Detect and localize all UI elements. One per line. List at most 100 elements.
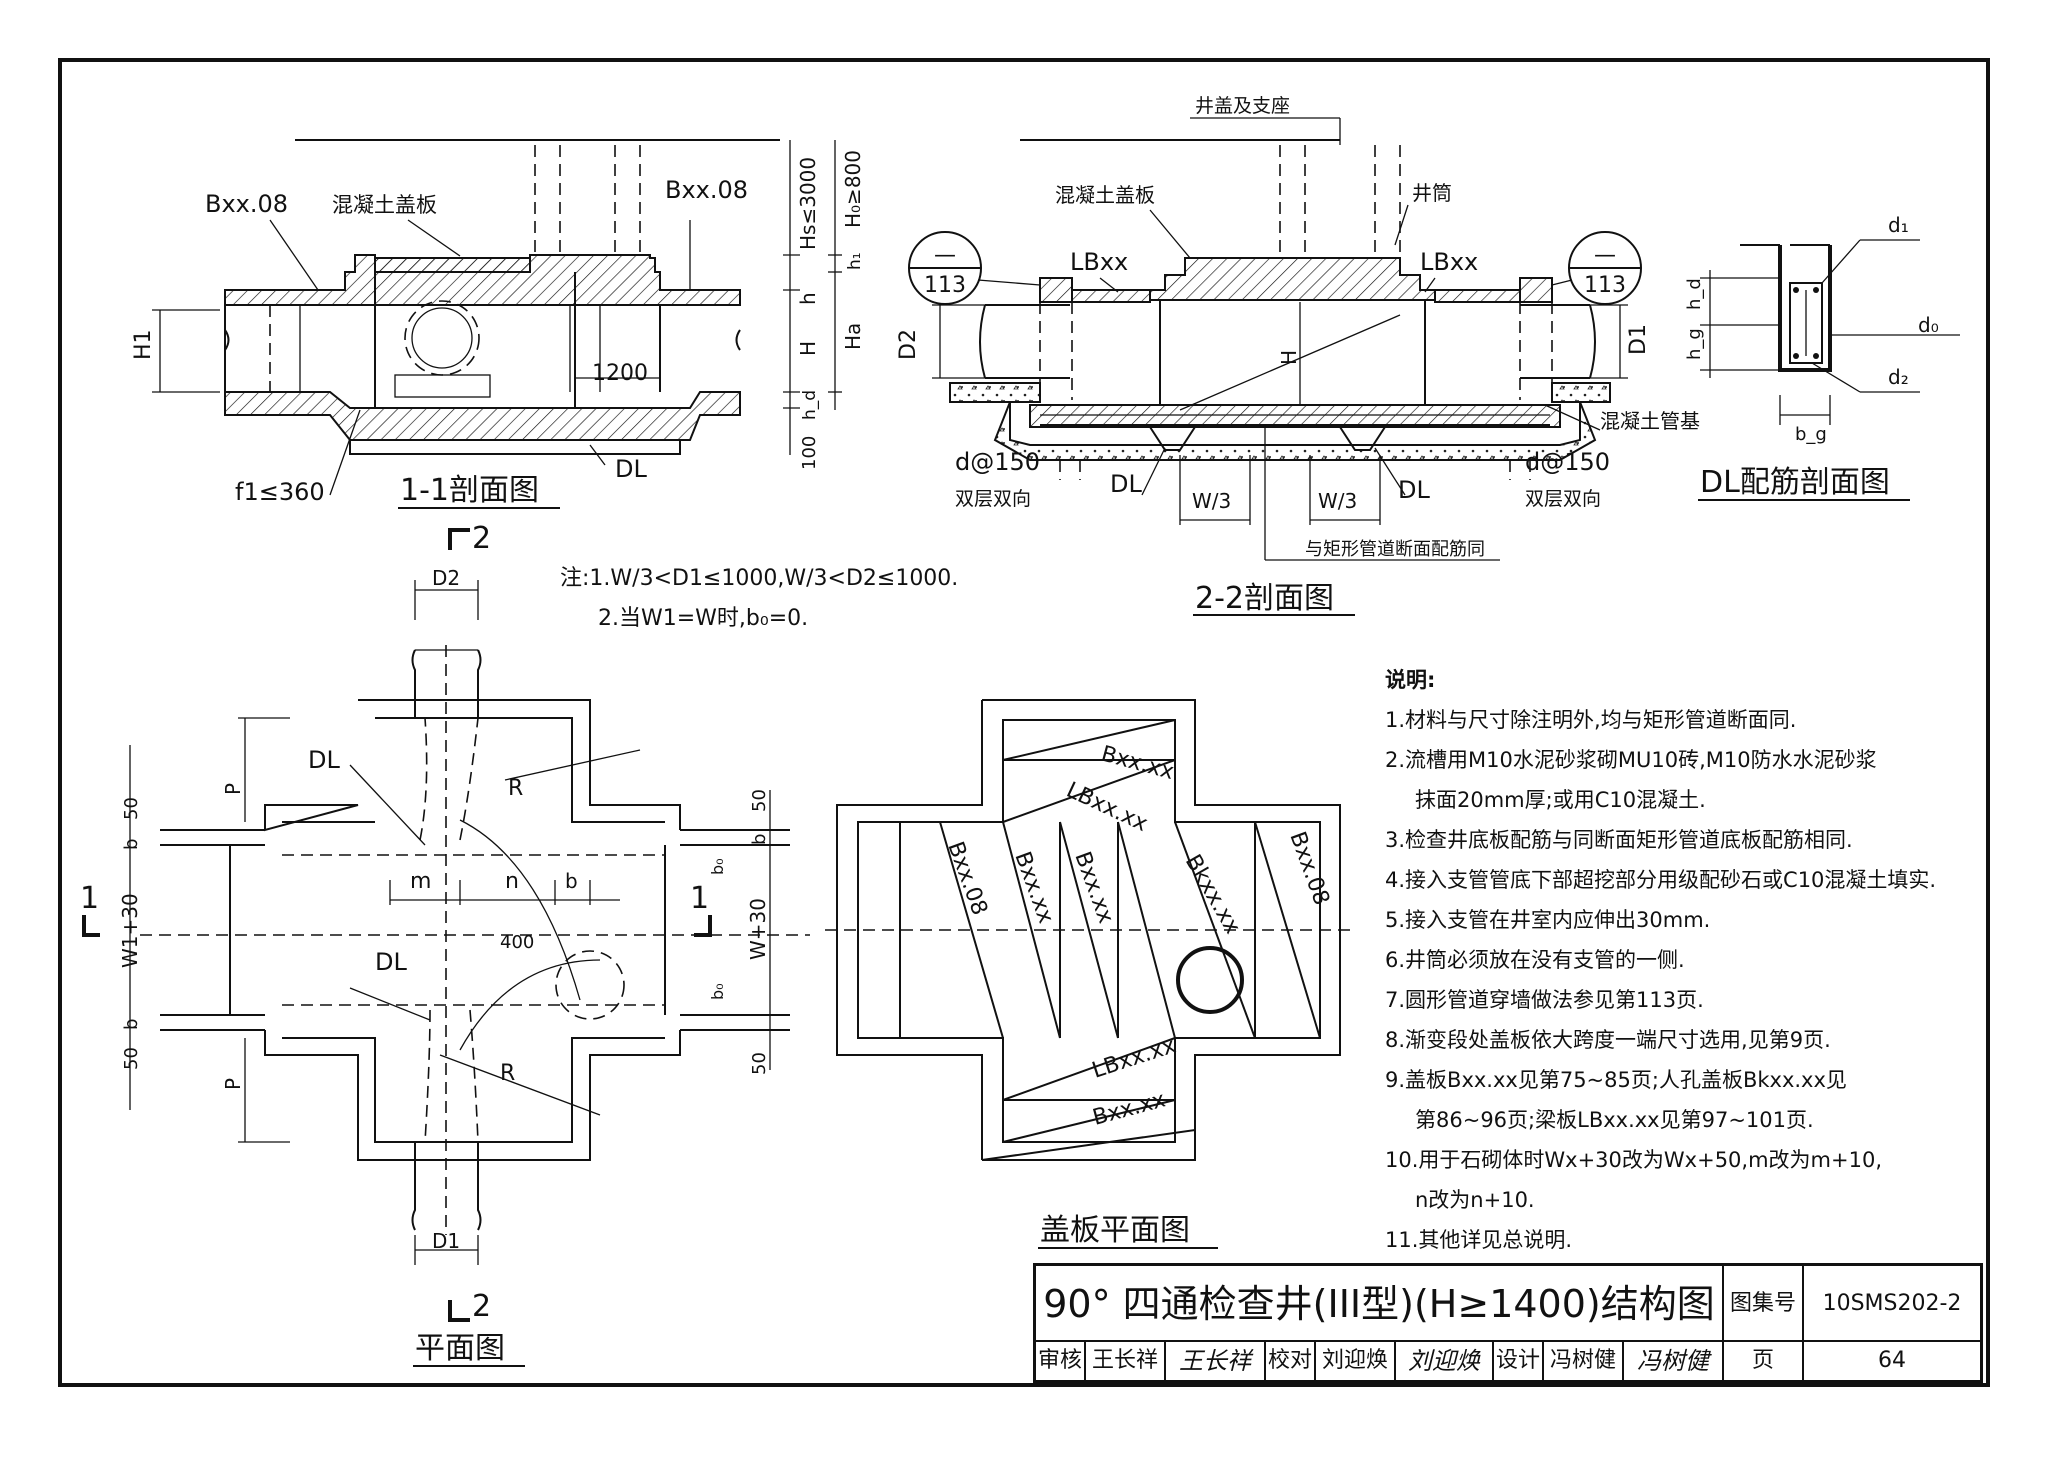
label-rebar-left: d@150 — [955, 448, 1040, 476]
svg-text:W/3: W/3 — [1192, 489, 1231, 513]
section-2-2: — 113 — 113 井盖及支座 井筒 混凝土盖板 LBxx LBxx 混凝土… — [896, 95, 1700, 616]
pipe-base — [949, 382, 1611, 461]
note-block: 注:1.W/3<D1≤1000,W/3<D2≤1000. 2.当W1=W时,b₀… — [560, 566, 958, 631]
ref-113-left: 113 — [924, 273, 966, 298]
svg-text:LBxx.xx: LBxx.xx — [1089, 1033, 1179, 1083]
svg-text:R: R — [508, 776, 523, 801]
label-lbxx-right: LBxx — [1420, 248, 1478, 276]
svg-text:DL: DL — [308, 746, 340, 774]
svg-text:h: h — [796, 292, 820, 305]
svg-text:Bxx.xx: Bxx.xx — [1090, 1087, 1168, 1130]
svg-text:b_g: b_g — [1795, 424, 1827, 445]
svg-text:d₂: d₂ — [1888, 365, 1909, 389]
dim-H0: H₀≥800 — [841, 150, 865, 228]
page-label: 页 — [1724, 1342, 1804, 1380]
plan-dim-W1: W1+30 — [118, 893, 142, 968]
label-concrete-cover-2: 混凝土盖板 — [1055, 183, 1155, 207]
check-label: 校对 — [1266, 1342, 1316, 1380]
note-item: n改为n+10. — [1415, 1188, 1535, 1212]
manhole-opening — [1176, 946, 1244, 1014]
svg-text:2: 2 — [472, 521, 491, 556]
svg-text:2: 2 — [472, 1289, 491, 1324]
bottom-slab — [224, 391, 741, 441]
svg-text:d₁: d₁ — [1888, 213, 1909, 237]
plan-branch-circle — [555, 950, 625, 1020]
base-slab — [1029, 404, 1561, 428]
checker-signature: 刘迎焕 — [1396, 1342, 1494, 1380]
title-section-2-2: 2-2剖面图 — [1195, 581, 1334, 616]
design-label: 设计 — [1494, 1342, 1544, 1380]
branch-pipe-section — [404, 300, 480, 376]
note-item: 3.检查井底板配筋与同断面矩形管道底板配筋相同. — [1385, 828, 1853, 852]
svg-text:400: 400 — [500, 932, 534, 953]
sheet-border — [58, 58, 1990, 1387]
svg-text:双层双向: 双层双向 — [955, 488, 1031, 510]
svg-text:Bxx.08: Bxx.08 — [942, 839, 992, 919]
svg-text:h_g: h_g — [1684, 328, 1705, 360]
svg-text:50: 50 — [121, 1047, 142, 1070]
note-item: 10.用于石砌体时Wx+30改为Wx+50,m改为m+10, — [1385, 1148, 1882, 1172]
svg-text:Bxx.08: Bxx.08 — [1284, 829, 1334, 909]
svg-text:—: — — [1594, 243, 1616, 268]
svg-text:b: b — [749, 834, 770, 845]
reviewer-signature: 王长祥 — [1166, 1342, 1266, 1380]
svg-text:P: P — [221, 1078, 245, 1090]
page-number: 64 — [1878, 1348, 1906, 1373]
svg-text:DL: DL — [1110, 470, 1142, 498]
svg-text:R: R — [500, 1061, 515, 1086]
svg-text:50: 50 — [121, 797, 142, 820]
dim-H1: H1 — [131, 329, 156, 360]
svg-text:DL: DL — [1398, 476, 1430, 504]
title-dl-rebar: DL配筋剖面图 — [1700, 465, 1890, 500]
note-item: 2.流槽用M10水泥砂浆砌MU10砖,M10防水水泥砂浆 — [1385, 748, 1877, 772]
atlas-label: 图集号 — [1724, 1266, 1804, 1342]
svg-text:h_d: h_d — [800, 390, 820, 420]
note-item: 8.渐变段处盖板依大跨度一端尺寸选用,见第9页. — [1385, 1028, 1831, 1052]
svg-text:100: 100 — [799, 436, 820, 470]
svg-text:h_d: h_d — [1684, 278, 1705, 310]
svg-text:h₁: h₁ — [845, 252, 865, 270]
atlas-number: 10SMS202-2 — [1804, 1266, 1980, 1342]
ref-circle-left — [908, 231, 982, 305]
label-cover-seat: 井盖及支座 — [1195, 95, 1290, 117]
svg-text:—: — — [934, 243, 956, 268]
top-slab — [224, 254, 741, 306]
svg-text:b: b — [121, 1019, 142, 1030]
plan-dim-W: W+30 — [746, 898, 770, 960]
designer-signature: 冯树健 — [1624, 1342, 1724, 1380]
plan-dim-D2: D2 — [432, 566, 460, 590]
plan-dim-D1: D1 — [432, 1229, 460, 1253]
svg-text:1: 1 — [80, 881, 99, 916]
note-item: 7.圆形管道穿墙做法参见第113页. — [1385, 988, 1704, 1012]
note-item: 4.接入支管管底下部超挖部分用级配砂石或C10混凝土填实. — [1385, 868, 1937, 892]
note-line-1: 注:1.W/3<D1≤1000,W/3<D2≤1000. — [560, 566, 958, 591]
title-plan: 平面图 — [415, 1331, 505, 1366]
label-bxx08-right: Bxx.08 — [665, 176, 748, 204]
note-item: 抹面20mm厚;或用C10混凝土. — [1415, 788, 1706, 812]
dim-Hs: Hs≤3000 — [796, 157, 820, 250]
svg-text:50: 50 — [749, 789, 770, 812]
plan-outline — [264, 699, 681, 1161]
svg-text:DL: DL — [375, 948, 407, 976]
dim-D2-sec: D2 — [896, 329, 921, 360]
svg-text:b: b — [565, 869, 578, 893]
cushion — [349, 439, 681, 455]
note-item: 第86~96页;梁板LBxx.xx见第97~101页. — [1415, 1108, 1814, 1132]
checker-name: 刘迎焕 — [1316, 1342, 1396, 1380]
svg-text:50: 50 — [749, 1052, 770, 1075]
svg-text:H: H — [796, 341, 820, 356]
svg-text:W/3: W/3 — [1318, 489, 1357, 513]
svg-text:b₀: b₀ — [708, 858, 727, 875]
note-item: 9.盖板Bxx.xx见第75~85页;人孔盖板Bkxx.xx见 — [1385, 1068, 1847, 1092]
svg-text:LBxx.xx: LBxx.xx — [1062, 778, 1151, 837]
note-item: 1.材料与尺寸除注明外,均与矩形管道断面同. — [1385, 708, 1797, 732]
section-1-1: Bxx.08 混凝土盖板 Bxx.08 1200 f1≤360 DL H1 Hs… — [131, 139, 865, 509]
title-block: 90° 四通检查井(III型)(H≥1400)结构图 图集号 10SMS202-… — [1033, 1263, 1983, 1383]
title-cover-plan: 盖板平面图 — [1040, 1213, 1190, 1248]
ref-113-right: 113 — [1584, 273, 1626, 298]
drawing-title: 90° 四通检查井(III型)(H≥1400)结构图 — [1036, 1266, 1724, 1342]
label-bxx08-left: Bxx.08 — [205, 190, 288, 218]
label-f1: f1≤360 — [235, 478, 325, 506]
plan-view: 2 2 1 1 — [80, 521, 810, 1367]
